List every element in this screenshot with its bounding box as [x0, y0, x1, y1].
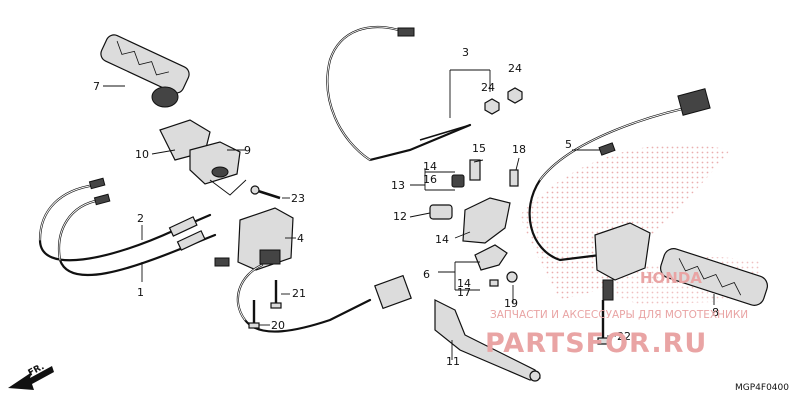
callout-5: 5	[565, 138, 572, 151]
callout-15: 15	[472, 142, 486, 155]
screws-20-21	[248, 280, 282, 329]
throttle-grip	[100, 34, 190, 108]
callout-9: 9	[244, 144, 251, 157]
callout-3: 3	[462, 46, 469, 59]
callout-1: 1	[137, 286, 144, 299]
callout-6: 6	[423, 268, 430, 281]
callout-19: 19	[504, 297, 518, 310]
right-switch-harness	[528, 88, 711, 301]
clutch-lever-bracket	[429, 159, 519, 287]
figure-code: MGP4F0400	[735, 383, 789, 393]
callout-23: 23	[291, 192, 305, 205]
callout-labels: 1234567891011121314151617181920212223241…	[93, 46, 719, 368]
clutch-cable	[326, 25, 472, 162]
callout-24: 24	[508, 62, 522, 75]
screw-22	[597, 300, 609, 345]
left-switch-housing	[214, 207, 412, 333]
callout-14-alt1: 14	[435, 233, 449, 246]
callout-7: 7	[93, 80, 100, 93]
callout-13: 13	[391, 179, 405, 192]
watermark-site: PARTSFOR.RU	[485, 328, 707, 359]
throttle-cables	[38, 177, 217, 277]
callout-2: 2	[137, 212, 144, 225]
callout-4: 4	[297, 232, 304, 245]
nuts-24	[484, 87, 523, 115]
callout-12: 12	[393, 210, 407, 223]
callout-20: 20	[271, 319, 285, 332]
callout-10: 10	[135, 148, 149, 161]
screw-23	[250, 185, 281, 200]
callout-14-alt2: 14	[457, 277, 471, 290]
callout-24-alt3: 24	[481, 81, 495, 94]
callout-14: 14	[423, 160, 437, 173]
callout-21: 21	[292, 287, 306, 300]
front-direction-marker: FR.	[8, 362, 54, 390]
watermark-brand: HONDA	[640, 269, 702, 287]
callout-17: 17	[457, 286, 471, 299]
throttle-housing	[159, 119, 241, 185]
watermark-subtitle: ЗАПЧАСТИ И АКСЕССУАРЫ ДЛЯ МОТОТЕХНИКИ	[490, 309, 748, 321]
clutch-lever	[434, 299, 541, 382]
callout-11: 11	[446, 355, 460, 368]
callout-22: 22	[617, 330, 631, 343]
callout-16: 16	[423, 173, 437, 186]
callout-18: 18	[512, 143, 526, 156]
right-grip	[660, 248, 768, 306]
callout-8: 8	[712, 306, 719, 319]
